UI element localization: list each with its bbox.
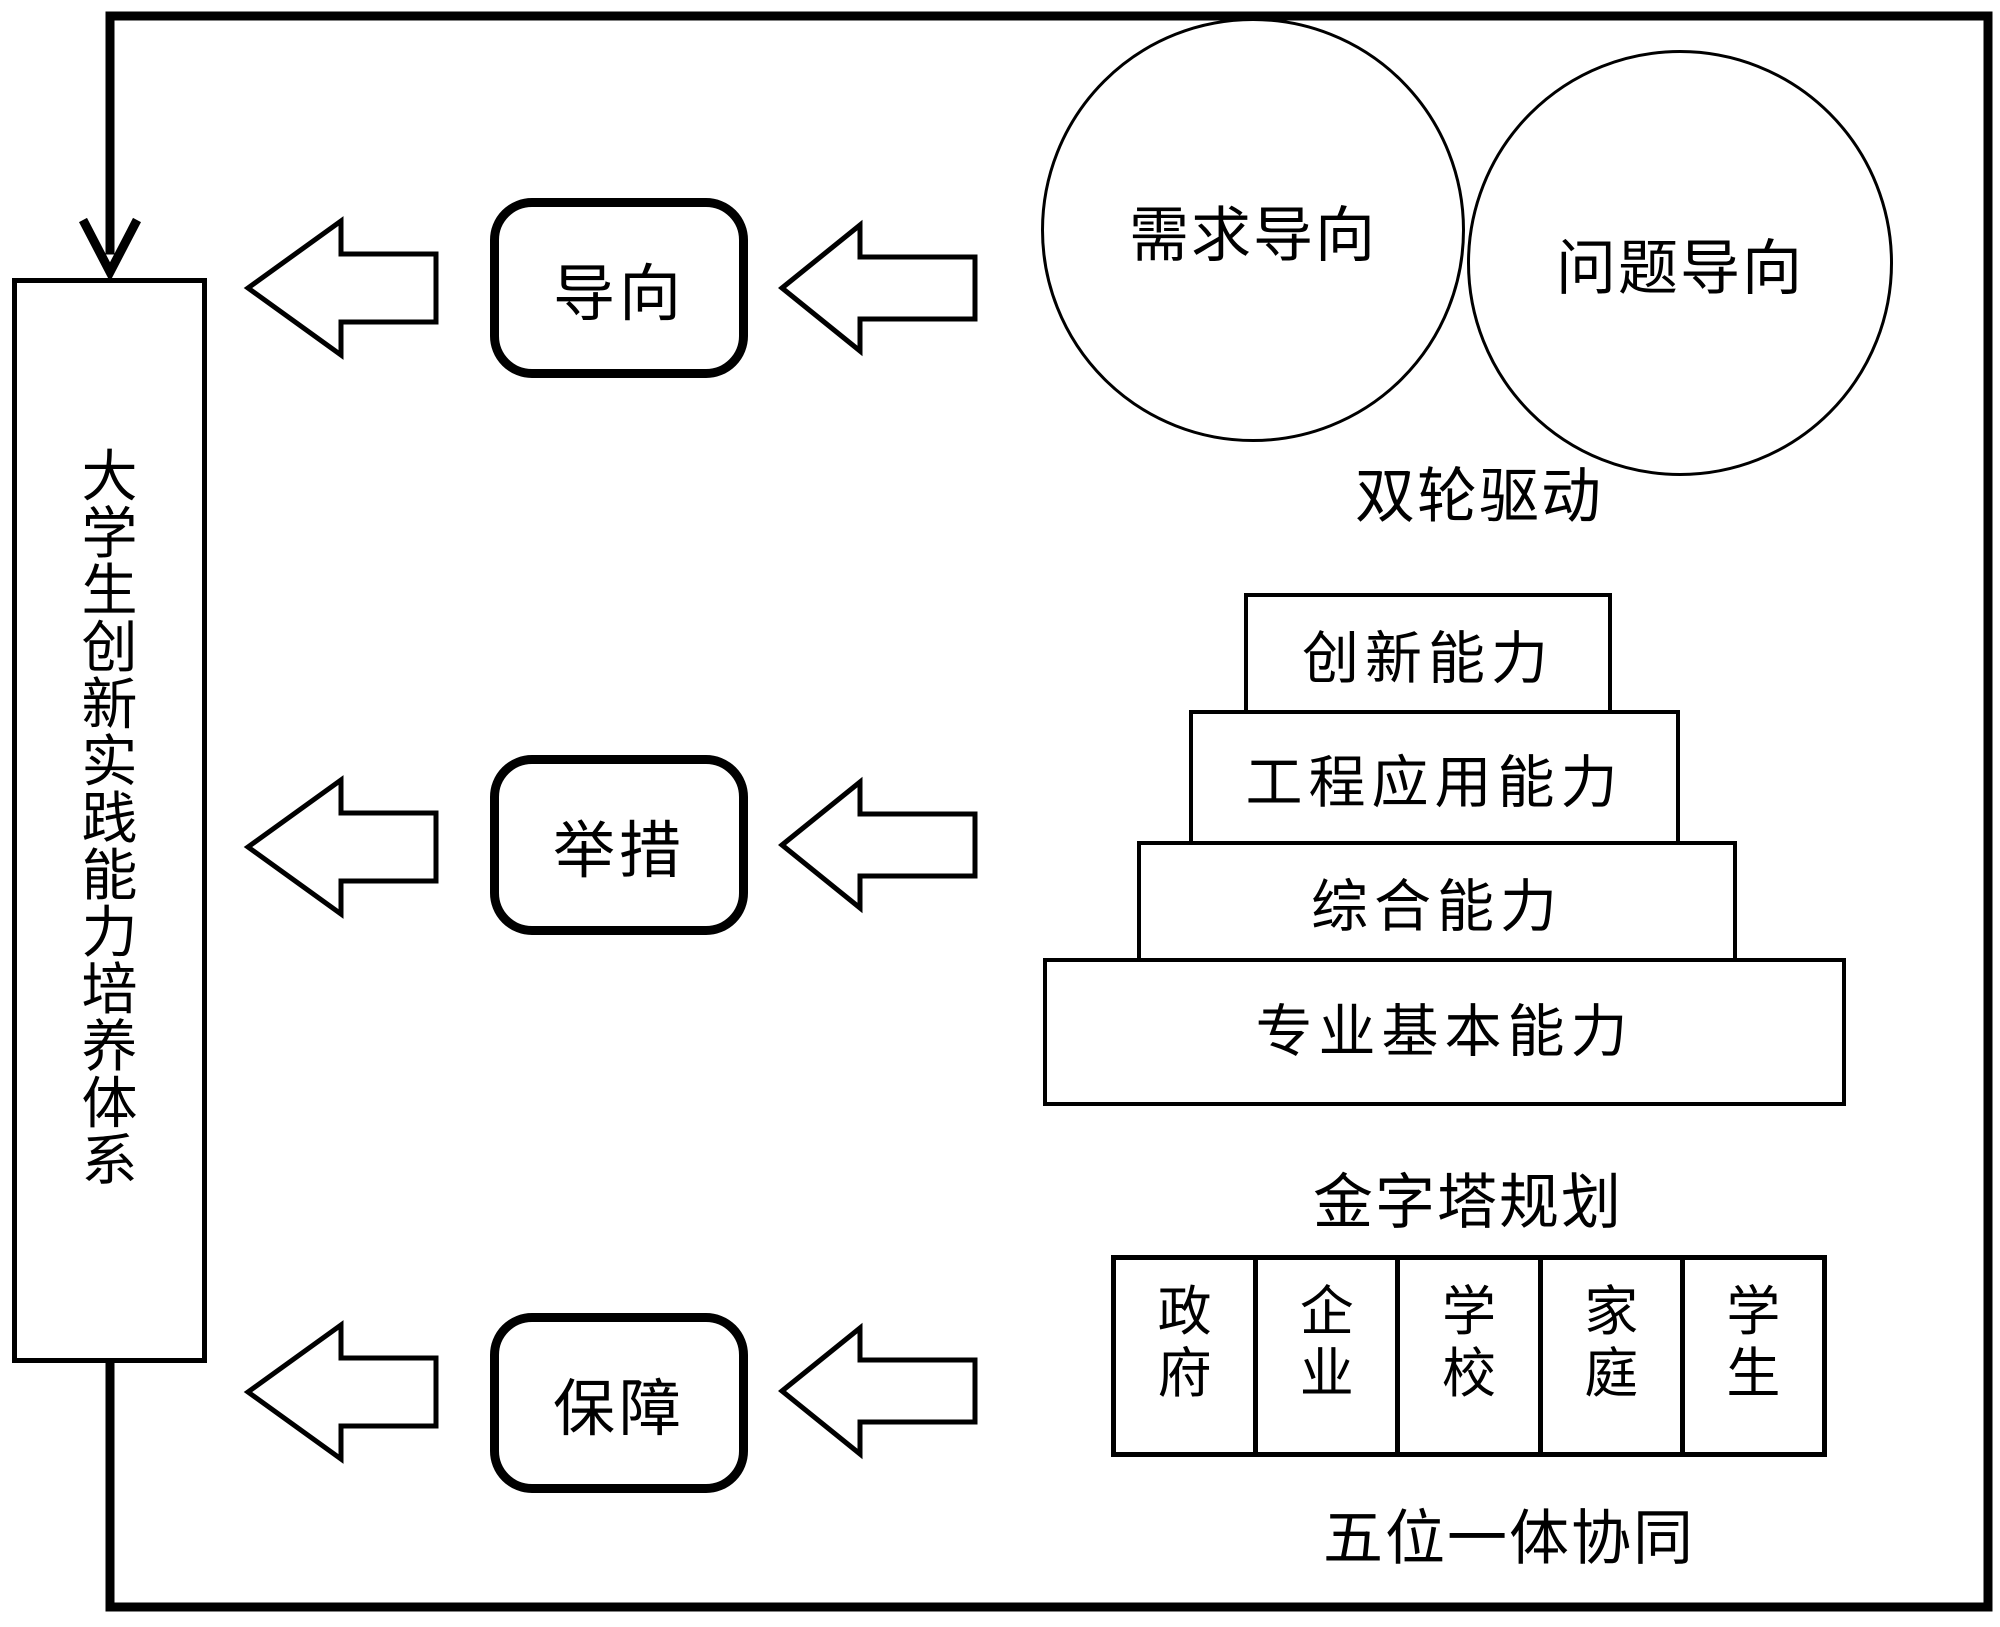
dual-wheel-caption: 双轮驱动 <box>1355 464 1603 530</box>
stage-box-orientation: 导向 <box>490 198 748 378</box>
pyramid-level-3-label: 综合能力 <box>1311 875 1563 939</box>
pyramid-level-1: 创新能力 <box>1244 593 1612 714</box>
stage-box-guarantee-label: 保障 <box>552 1376 685 1444</box>
five-cell-student: 学生 <box>1685 1260 1822 1452</box>
five-cell-government-label: 政府 <box>1157 1282 1212 1404</box>
five-cell-family-label: 家庭 <box>1584 1282 1639 1404</box>
five-cell-school: 学校 <box>1400 1260 1543 1452</box>
circle-demand-oriented: 需求导向 <box>1041 18 1465 442</box>
pyramid-level-2-label: 工程应用能力 <box>1245 751 1624 815</box>
loop-arrowhead-icon <box>79 217 141 282</box>
circle-problem-oriented-label: 问题导向 <box>1556 235 1804 302</box>
five-cell-student-label: 学生 <box>1726 1282 1781 1404</box>
stage-box-measures-label: 举措 <box>552 818 685 886</box>
arrow-to-stage-row1 <box>778 219 978 357</box>
arrow-to-stage-row3 <box>778 1322 978 1460</box>
five-in-one-row: 政府 企业 学校 家庭 学生 <box>1111 1255 1827 1457</box>
arrow-to-system-row2 <box>243 775 439 919</box>
arrow-to-system-row3 <box>243 1320 439 1464</box>
feedback-loop-line <box>105 11 1993 1612</box>
pyramid-level-3: 综合能力 <box>1137 841 1737 962</box>
pyramid-caption: 金字塔规划 <box>1313 1170 1623 1236</box>
stage-box-orientation-label: 导向 <box>552 261 685 329</box>
five-cell-family: 家庭 <box>1543 1260 1685 1452</box>
pyramid-level-2: 工程应用能力 <box>1189 710 1680 845</box>
pyramid-level-1-label: 创新能力 <box>1302 627 1554 691</box>
circle-demand-oriented-label: 需求导向 <box>1129 202 1377 269</box>
five-cell-school-label: 学校 <box>1442 1282 1496 1404</box>
pyramid-level-4-label: 专业基本能力 <box>1255 1001 1634 1064</box>
five-in-one-caption: 五位一体协同 <box>1323 1506 1695 1572</box>
arrow-to-stage-row2 <box>778 776 978 914</box>
five-cell-enterprise-label: 企业 <box>1299 1282 1354 1404</box>
circle-problem-oriented: 问题导向 <box>1467 50 1893 476</box>
five-cell-government: 政府 <box>1116 1260 1259 1452</box>
pyramid-level-4: 专业基本能力 <box>1043 958 1846 1106</box>
five-cell-enterprise: 企业 <box>1258 1260 1401 1452</box>
stage-box-guarantee: 保障 <box>490 1313 748 1493</box>
stage-box-measures: 举措 <box>490 755 748 935</box>
system-box-label: 大学生创新实践能力培养体系 <box>81 447 138 1193</box>
system-box: 大学生创新实践能力培养体系 <box>12 278 207 1363</box>
arrow-to-system-row1 <box>243 216 439 360</box>
